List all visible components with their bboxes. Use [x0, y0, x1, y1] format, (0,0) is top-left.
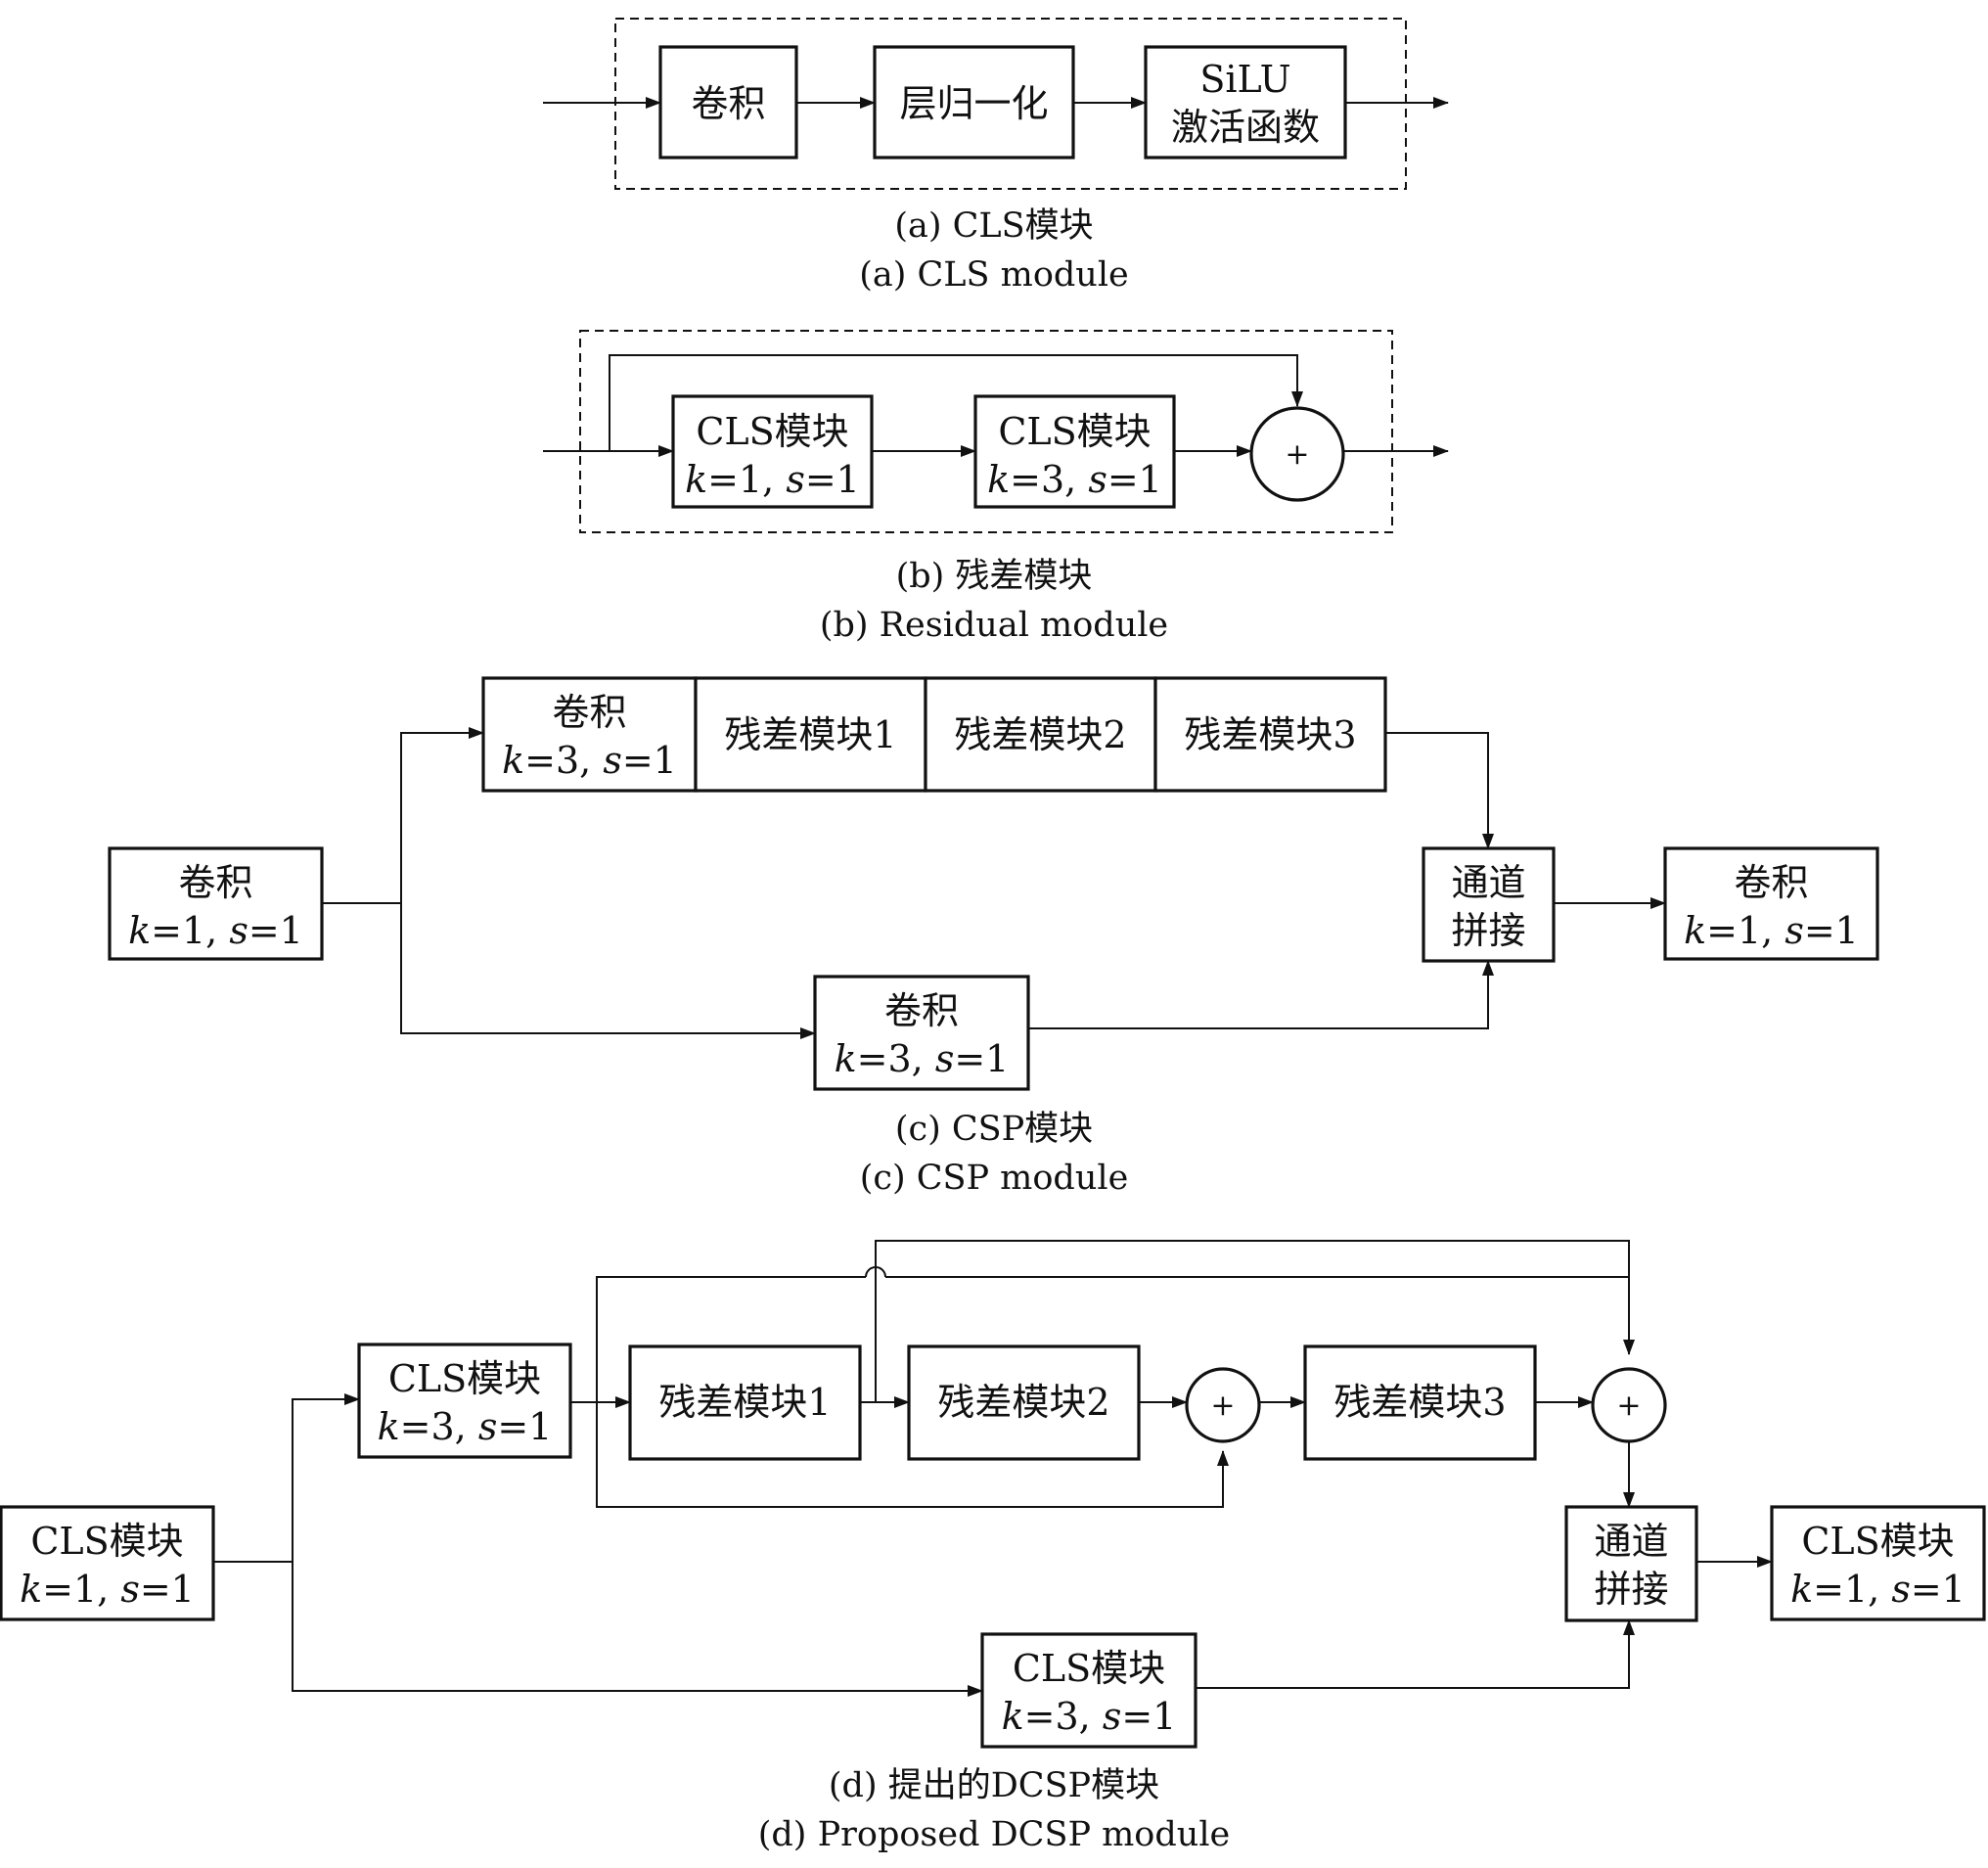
panel-b-skip-connection	[609, 354, 1303, 451]
panel-d-caption-en: (d) Proposed DCSP module	[758, 1815, 1230, 1854]
panel-d-dcsp-module: CLS模块 k=1, s=1 CLS模块 k=3, s=1 残差模块1 残差模块…	[0, 1240, 1986, 1854]
panel-b-cls-2-params: k=3, s=1	[987, 458, 1162, 501]
panel-b-cls-2-title: CLS模块	[998, 410, 1151, 453]
panel-d-input-cls-box	[0, 1505, 215, 1621]
panel-c-top-conv-title: 卷积	[552, 691, 626, 734]
panel-c-output-conv-box	[1663, 846, 1879, 961]
panel-d-add-symbol-1: +	[1210, 1389, 1235, 1423]
panel-c-input-conv-params: k=1, s=1	[128, 909, 303, 952]
panel-d-concat-label-1: 通道	[1594, 1520, 1668, 1563]
panel-c-top-conv-params: k=3, s=1	[502, 739, 677, 782]
panel-b-residual-module: CLS模块 k=1, s=1 CLS模块 k=3, s=1 + (b) 残差模块…	[543, 330, 1449, 645]
panel-a-silu-box	[1144, 45, 1347, 159]
panel-b-cls-1-title: CLS模块	[696, 410, 848, 453]
panel-a-silu-label: SiLU	[1199, 58, 1290, 101]
panel-c-residual-2-box	[924, 676, 1157, 793]
panel-c-top-to-concat-wire	[1385, 732, 1494, 849]
panel-a-activation-label: 激活函数	[1171, 106, 1320, 149]
panel-d-cls-top-box	[357, 1343, 572, 1459]
panel-d-output-cls-title: CLS模块	[1801, 1520, 1954, 1563]
panel-d-cls-top-title: CLS模块	[388, 1357, 541, 1400]
panel-d-bottom-cls-title: CLS模块	[1013, 1647, 1165, 1690]
panel-c-bottom-to-concat-wire	[1028, 960, 1494, 1029]
panel-c-residual-1-box	[694, 676, 927, 793]
panel-d-residual-3-box	[1303, 1344, 1537, 1461]
panel-c-bottom-conv-params: k=3, s=1	[835, 1037, 1010, 1080]
panel-d-bottom-cls-box	[980, 1632, 1197, 1749]
panel-c-bottom-conv-title: 卷积	[884, 989, 959, 1032]
panel-c-residual-3-box	[1153, 676, 1387, 793]
panel-d-concat-box	[1564, 1505, 1698, 1622]
panel-d-output-cls-box	[1770, 1505, 1986, 1621]
panel-a-conv-label: 卷积	[691, 82, 765, 125]
panel-d-residual-2-box	[907, 1344, 1141, 1461]
panel-d-residual-2-label: 残差模块2	[937, 1381, 1109, 1424]
panel-d-skip-to-add-1	[596, 1402, 1229, 1508]
panel-b-cls-box-1	[671, 394, 874, 509]
panel-c-concat-label-2: 拼接	[1451, 909, 1525, 952]
panel-d-caption-zh: (d) 提出的DCSP模块	[829, 1766, 1159, 1805]
panel-d-input-cls-title: CLS模块	[30, 1520, 183, 1563]
panel-d-output-cls-params: k=1, s=1	[1790, 1568, 1965, 1611]
panel-c-concat-label-1: 通道	[1451, 861, 1525, 904]
panel-a-caption-en: (a) CLS module	[859, 255, 1129, 295]
panel-d-top-branch-wire	[213, 1393, 360, 1563]
panel-c-bottom-branch-wire	[400, 903, 816, 1039]
panel-b-add-node	[1249, 406, 1345, 502]
panel-d-add-node-1	[1185, 1367, 1261, 1443]
panel-a-cls-module: 卷积 层归一化 SiLU 激活函数 (a) CLS模块 (a) CLS modu…	[543, 18, 1449, 295]
panel-b-caption-zh: (b) 残差模块	[896, 557, 1093, 596]
panel-c-caption-zh: (c) CSP模块	[895, 1110, 1093, 1149]
panel-c-residual-1-label: 残差模块1	[724, 713, 896, 756]
panel-d-add-symbol-2: +	[1616, 1389, 1641, 1423]
panel-d-cls-top-params: k=3, s=1	[378, 1405, 553, 1448]
panel-c-bottom-conv-box	[813, 975, 1030, 1091]
panel-d-input-cls-params: k=1, s=1	[20, 1568, 195, 1611]
panel-d-bottom-cls-params: k=3, s=1	[1002, 1695, 1177, 1738]
panel-c-output-conv-title: 卷积	[1734, 861, 1808, 904]
panel-c-output-conv-params: k=1, s=1	[1684, 909, 1859, 952]
panel-b-cls-box-2	[973, 394, 1176, 509]
panel-b-caption-en: (b) Residual module	[820, 606, 1168, 645]
panel-b-add-symbol: +	[1285, 437, 1309, 472]
panel-c-top-branch-wire	[322, 727, 484, 904]
panel-b-dashed-frame	[579, 330, 1393, 533]
panel-c-caption-en: (c) CSP module	[860, 1159, 1129, 1198]
panel-d-dense-skip-inner	[875, 1240, 1630, 1402]
panel-a-layernorm-label: 层归一化	[899, 82, 1048, 125]
panel-a-caption-zh: (a) CLS模块	[894, 206, 1093, 246]
panel-c-concat-box	[1422, 846, 1556, 963]
panel-c-residual-3-label: 残差模块3	[1184, 713, 1356, 756]
panel-d-bottom-branch-wire	[292, 1562, 983, 1697]
panel-d-concat-label-2: 拼接	[1594, 1568, 1668, 1611]
panel-d-bottom-to-concat-wire	[1196, 1619, 1635, 1689]
panel-c-top-conv-box	[481, 676, 698, 793]
panel-a-layernorm-box	[873, 45, 1075, 159]
panel-b-cls-1-params: k=1, s=1	[685, 458, 860, 501]
panel-c-residual-2-label: 残差模块2	[954, 713, 1126, 756]
panel-d-residual-1-label: 残差模块1	[658, 1381, 831, 1424]
panel-c-input-conv-title: 卷积	[178, 861, 252, 904]
panel-c-csp-module: 卷积 k=1, s=1 卷积 k=3, s=1 残差模块1 残差模块2 残差模块…	[108, 676, 1879, 1198]
panel-d-residual-3-label: 残差模块3	[1333, 1381, 1506, 1424]
panel-c-input-conv-box	[108, 846, 324, 961]
